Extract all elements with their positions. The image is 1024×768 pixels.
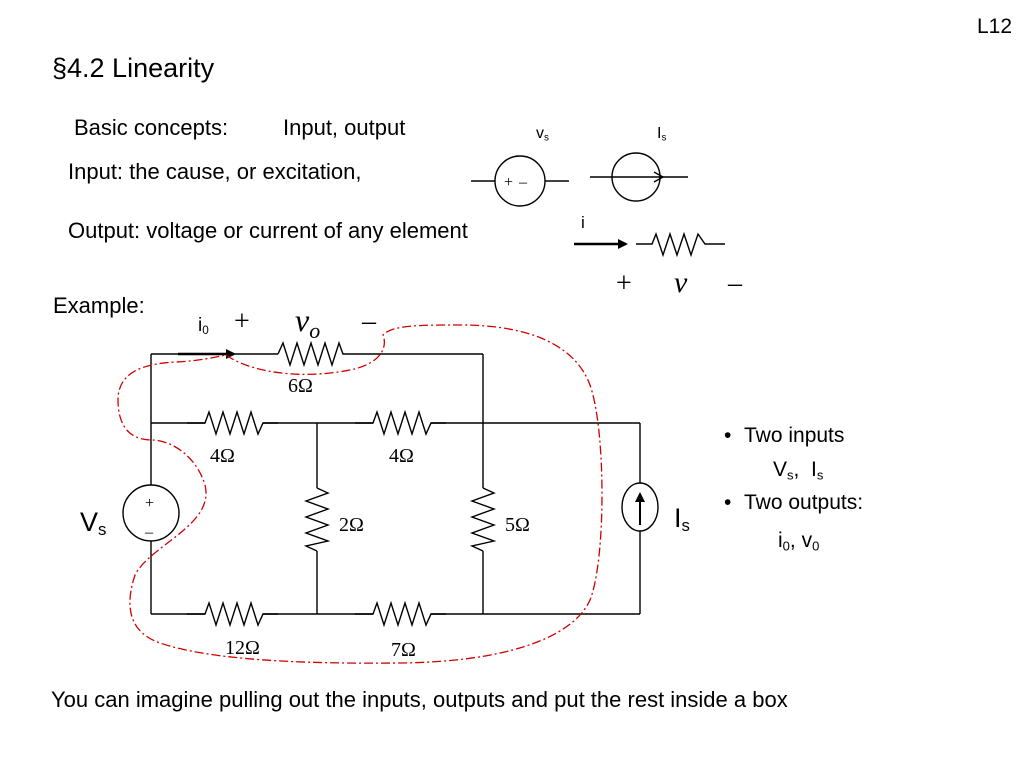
label-2-ohm: 2Ω — [339, 514, 364, 536]
legend-resistor-symbol — [574, 231, 725, 258]
vo-plus: + — [234, 306, 250, 337]
resistor-4-ohm-right — [355, 409, 446, 437]
legend-voltage-minus: – — [727, 268, 743, 299]
legend-is-label: Is — [657, 125, 667, 144]
legend-vs-label: vs — [536, 125, 549, 144]
vs-source-label: Vs — [80, 507, 107, 540]
i0-label: i0 — [198, 315, 209, 337]
label-12-ohm: 12Ω — [225, 637, 260, 659]
bullet-inputs-detail: Vs, Is — [773, 458, 824, 483]
resistor-2-ohm — [303, 487, 331, 552]
black-box-boundary — [117, 324, 603, 664]
input-definition: Input: the cause, or excitation, — [68, 159, 362, 184]
label-4-ohm-right: 4Ω — [389, 445, 414, 467]
example-label: Example: — [53, 293, 145, 318]
legend-current-label: i — [581, 213, 585, 232]
label-7-ohm: 7Ω — [391, 639, 416, 661]
legend-voltage-symbol: v — [674, 266, 688, 299]
circuit-wires — [150, 353, 641, 615]
label-4-ohm-left: 4Ω — [210, 445, 235, 467]
voltage-source — [122, 484, 180, 542]
page-label: L12 — [977, 15, 1013, 38]
legend-vsource-minus: – — [518, 174, 528, 191]
legend-vsource-plus: + — [504, 174, 513, 191]
bullet-outputs-detail: i0, v0 — [778, 529, 820, 554]
vo-symbol: vo — [295, 302, 320, 343]
legend-current-source-symbol — [590, 152, 688, 202]
resistor-7-ohm — [355, 600, 446, 628]
label-5-ohm: 5Ω — [505, 514, 530, 536]
is-source-label: Is — [674, 503, 690, 536]
resistor-5-ohm — [469, 487, 497, 552]
basic-concepts-label: Basic concepts: — [74, 115, 229, 140]
source-minus: – — [144, 524, 154, 541]
legend-voltage-source-symbol — [471, 155, 569, 207]
resistor-4-ohm-left — [187, 409, 278, 437]
legend-voltage-plus: + — [616, 268, 632, 299]
label-6-ohm: 6Ω — [288, 375, 313, 397]
source-plus: + — [145, 495, 154, 512]
bottom-note: You can imagine pulling out the inputs, … — [51, 687, 788, 712]
bullet-two-outputs: Two outputs: — [724, 492, 863, 513]
resistor-12-ohm — [187, 600, 278, 628]
slide-title: §4.2 Linearity — [52, 53, 215, 83]
resistor-6-ohm — [277, 340, 348, 368]
vo-minus: – — [361, 306, 377, 337]
bullet-two-inputs: Two inputs — [724, 425, 844, 446]
basic-concepts-value: Input, output — [283, 115, 406, 140]
output-definition: Output: voltage or current of any elemen… — [68, 218, 468, 243]
